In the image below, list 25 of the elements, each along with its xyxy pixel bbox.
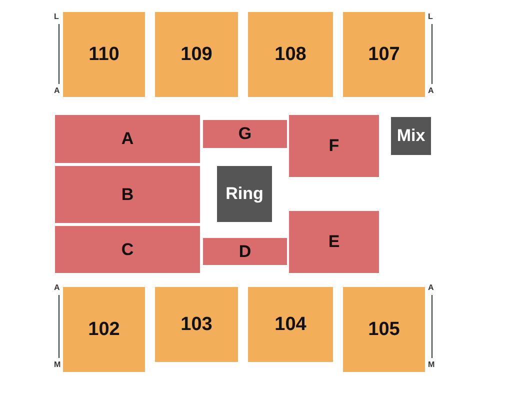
seating-section: 102 bbox=[63, 287, 145, 372]
seating-section: 107 bbox=[343, 12, 425, 97]
seating-section: 108 bbox=[248, 12, 333, 97]
seating-section: 103 bbox=[155, 287, 238, 362]
floor-section: G bbox=[203, 120, 287, 148]
row-letter: A bbox=[428, 283, 434, 292]
row-letter: A bbox=[54, 86, 60, 95]
seating-section: 109 bbox=[155, 12, 238, 97]
seating-section: 104 bbox=[248, 287, 333, 362]
seating-section: 105 bbox=[343, 287, 425, 372]
floor-section: A bbox=[55, 115, 200, 163]
floor-section: B bbox=[55, 166, 200, 223]
row-letter: A bbox=[428, 86, 434, 95]
row-letter: M bbox=[428, 360, 435, 369]
floor-section: F bbox=[289, 115, 379, 177]
boxing-ring: Ring bbox=[217, 166, 272, 222]
mix-position: Mix bbox=[391, 117, 431, 155]
row-letter: L bbox=[428, 12, 433, 21]
seating-section: 110 bbox=[63, 12, 145, 97]
row-letter: M bbox=[54, 360, 61, 369]
floor-section: E bbox=[289, 211, 379, 273]
row-letter: A bbox=[54, 283, 60, 292]
floor-section: D bbox=[203, 238, 287, 265]
row-letter: L bbox=[54, 12, 59, 21]
floor-section: C bbox=[55, 226, 200, 273]
